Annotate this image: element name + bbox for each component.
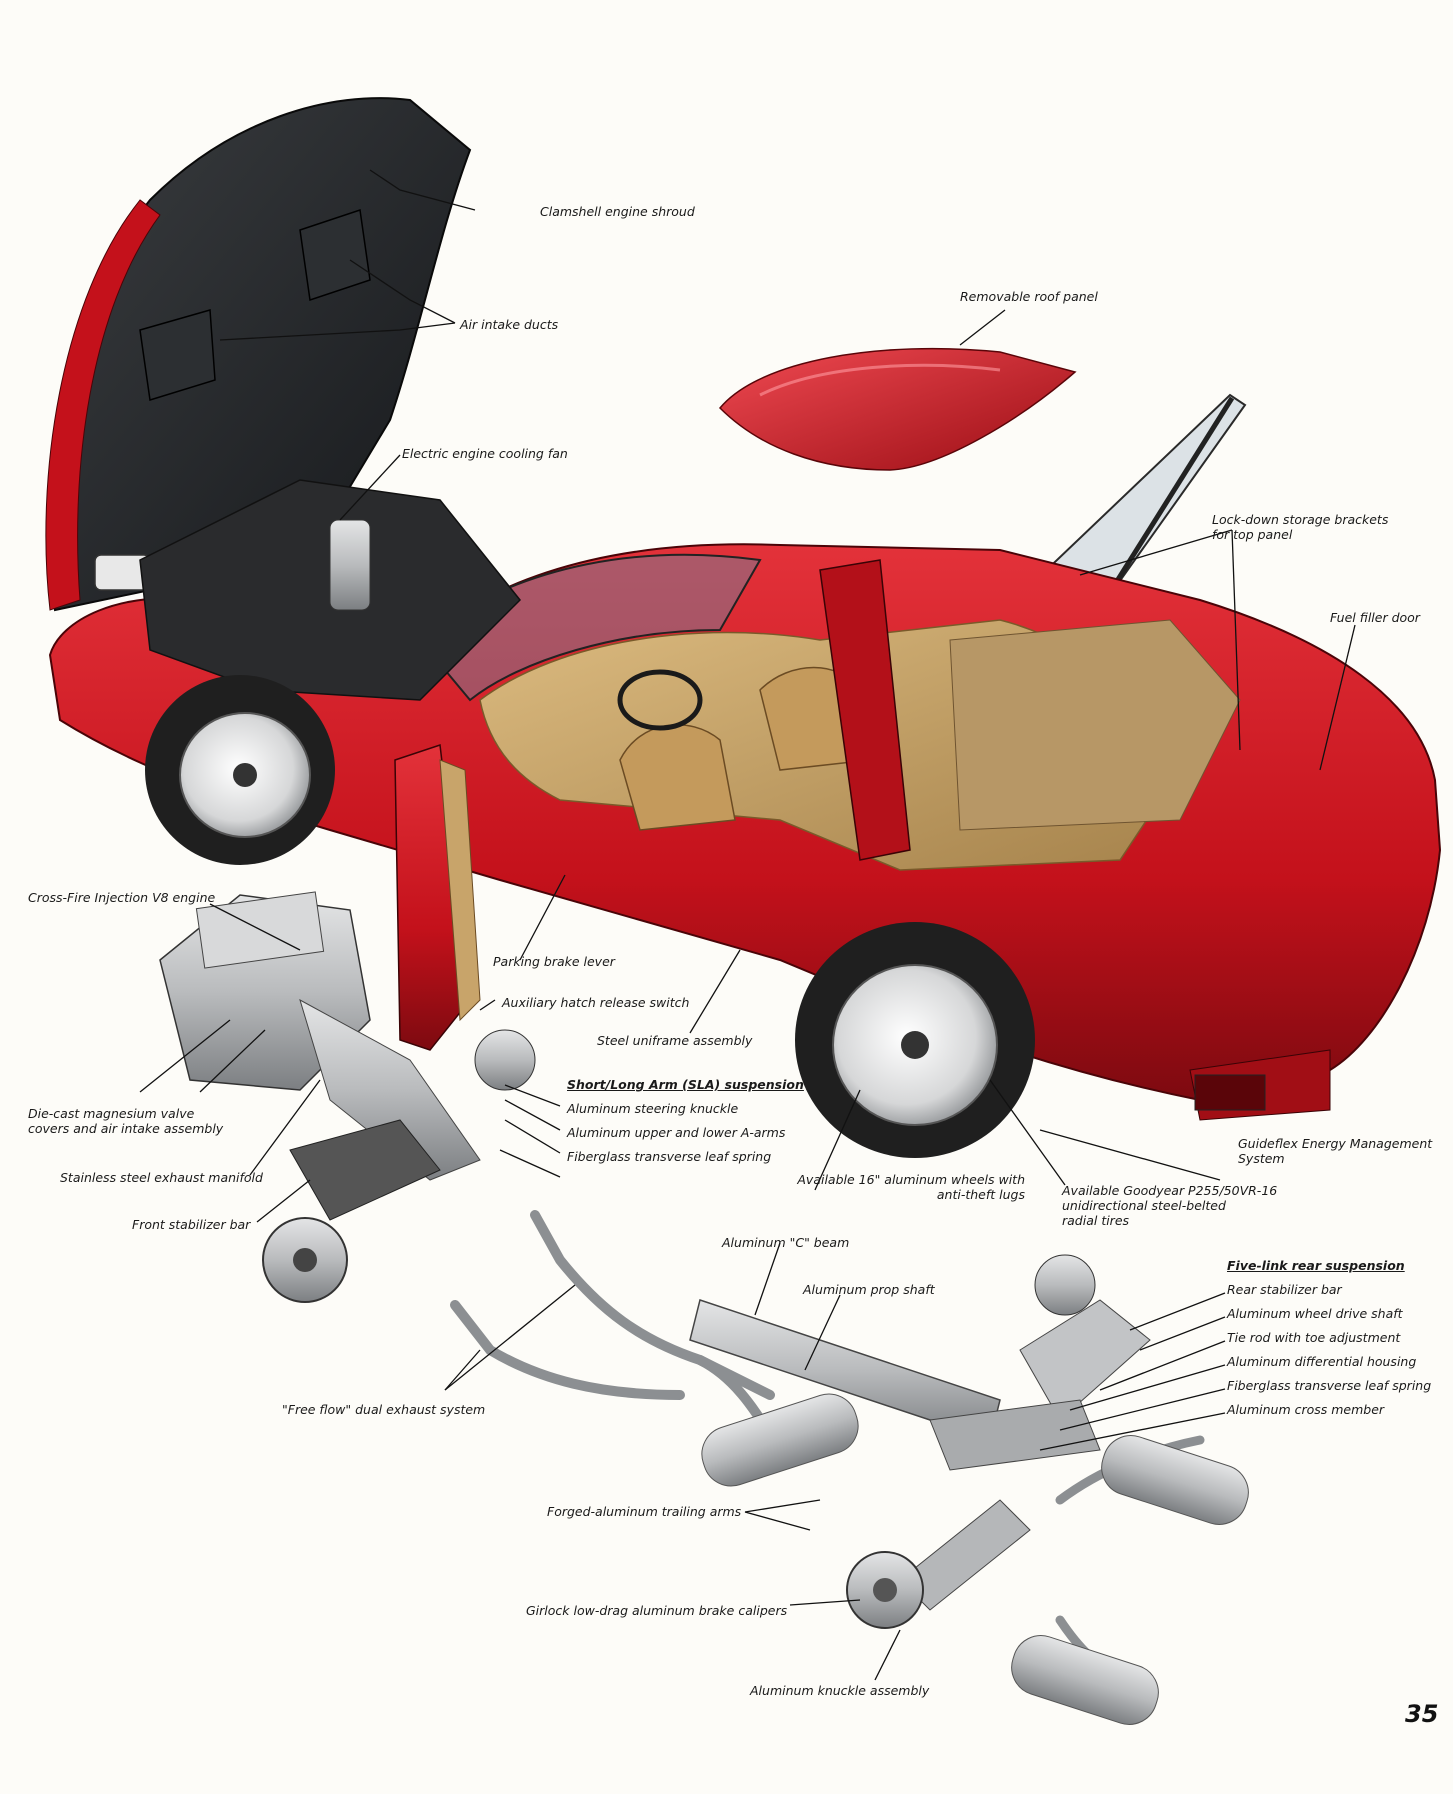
label-five-link-heading: Five-link rear suspension: [1227, 1258, 1405, 1273]
label-front-leaf: Fiberglass transverse leaf spring: [567, 1149, 772, 1164]
label-drive-shaft: Aluminum wheel drive shaft: [1227, 1306, 1403, 1321]
page-number: 35: [1405, 1700, 1439, 1728]
rear-wheel: [795, 922, 1035, 1158]
label-steering-knuckle: Aluminum steering knuckle: [567, 1101, 739, 1116]
label-diff-housing: Aluminum differential housing: [1227, 1354, 1417, 1369]
label-air-intake: Air intake ducts: [460, 317, 559, 332]
b-pillar: [819, 559, 911, 861]
label-cross-member: Aluminum cross member: [1227, 1402, 1385, 1417]
steering-wheel: [617, 669, 703, 731]
label-roof-panel: Removable roof panel: [960, 289, 1098, 304]
label-sla-heading: Short/Long Arm (SLA) suspension: [567, 1077, 804, 1092]
label-brake-calipers: Girlock low-drag aluminum brake calipers: [526, 1603, 788, 1618]
label-die-cast-line2: covers and air intake assembly: [28, 1121, 224, 1136]
hood-red-edge: [45, 199, 161, 611]
label-a-arms: Aluminum upper and lower A-arms: [567, 1125, 786, 1140]
label-prop-shaft: Aluminum prop shaft: [803, 1282, 935, 1297]
label-fuel-filler: Fuel filler door: [1330, 610, 1420, 625]
taillight-grille: [1194, 1074, 1266, 1111]
label-tires: Available Goodyear P255/50VR-16 unidirec…: [1062, 1183, 1277, 1228]
label-guideflex-line1: Guideflex Energy Management: [1238, 1136, 1433, 1151]
air-intake-duct-1: [299, 209, 371, 301]
label-wheels: Available 16" aluminum wheels with anti-…: [785, 1172, 1025, 1202]
label-front-stabilizer: Front stabilizer bar: [132, 1217, 251, 1232]
label-die-cast: Die-cast magnesium valve covers and air …: [28, 1106, 223, 1136]
label-wheels-line2: anti-theft lugs: [936, 1187, 1025, 1202]
label-die-cast-line1: Die-cast magnesium valve: [28, 1106, 195, 1121]
label-crossfire: Cross-Fire Injection V8 engine: [28, 890, 216, 905]
label-c-beam: Aluminum "C" beam: [722, 1235, 850, 1250]
label-rear-leaf: Fiberglass transverse leaf spring: [1227, 1378, 1432, 1393]
label-knuckle-assembly: Aluminum knuckle assembly: [750, 1683, 930, 1698]
rear-chassis: [689, 1254, 1151, 1629]
door: [394, 743, 471, 1051]
label-rear-stabilizer: Rear stabilizer bar: [1227, 1282, 1342, 1297]
label-tires-line2: unidirectional steel-belted: [1062, 1198, 1226, 1213]
label-guideflex-line2: System: [1238, 1151, 1285, 1166]
label-aux-hatch: Auxiliary hatch release switch: [502, 995, 690, 1010]
label-lockdown: Lock-down storage brackets for top panel: [1212, 512, 1388, 542]
label-clamshell: Clamshell engine shroud: [540, 204, 695, 219]
air-intake-duct-2: [139, 309, 216, 401]
door-inner: [439, 759, 481, 1022]
label-exhaust-manifold: Stainless steel exhaust manifold: [60, 1170, 263, 1185]
label-tires-line1: Available Goodyear P255/50VR-16: [1062, 1183, 1278, 1198]
label-dual-exhaust: "Free flow" dual exhaust system: [282, 1402, 486, 1417]
seat-left: [619, 723, 736, 831]
label-tie-rod: Tie rod with toe adjustment: [1227, 1330, 1401, 1345]
label-lockdown-line2: for top panel: [1212, 527, 1293, 542]
cooling-fan-unit: [329, 519, 371, 611]
front-suspension: [262, 1029, 536, 1303]
label-trailing-arms: Forged-aluminum trailing arms: [547, 1504, 742, 1519]
label-parking-brake: Parking brake lever: [493, 954, 615, 969]
cargo-carpet: [949, 619, 1241, 831]
mufflers: [701, 1393, 1249, 1725]
label-guideflex: Guideflex Energy Management System: [1238, 1136, 1432, 1166]
label-tires-line3: radial tires: [1062, 1213, 1130, 1228]
front-wheel: [145, 675, 335, 865]
roof-panel-highlight: [759, 363, 1001, 397]
label-lockdown-line1: Lock-down storage brackets: [1212, 512, 1389, 527]
label-wheels-line1: Available 16" aluminum wheels with: [797, 1172, 1025, 1187]
label-cooling-fan: Electric engine cooling fan: [402, 446, 568, 461]
leader-lines: [139, 169, 1356, 1681]
label-uniframe: Steel uniframe assembly: [597, 1033, 753, 1048]
